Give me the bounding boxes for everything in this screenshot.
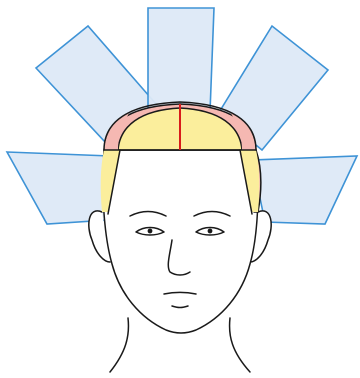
right-pupil — [208, 229, 213, 234]
panel-top — [148, 8, 214, 112]
left-pupil — [148, 229, 153, 234]
head — [89, 102, 271, 372]
face-outline — [103, 150, 258, 333]
